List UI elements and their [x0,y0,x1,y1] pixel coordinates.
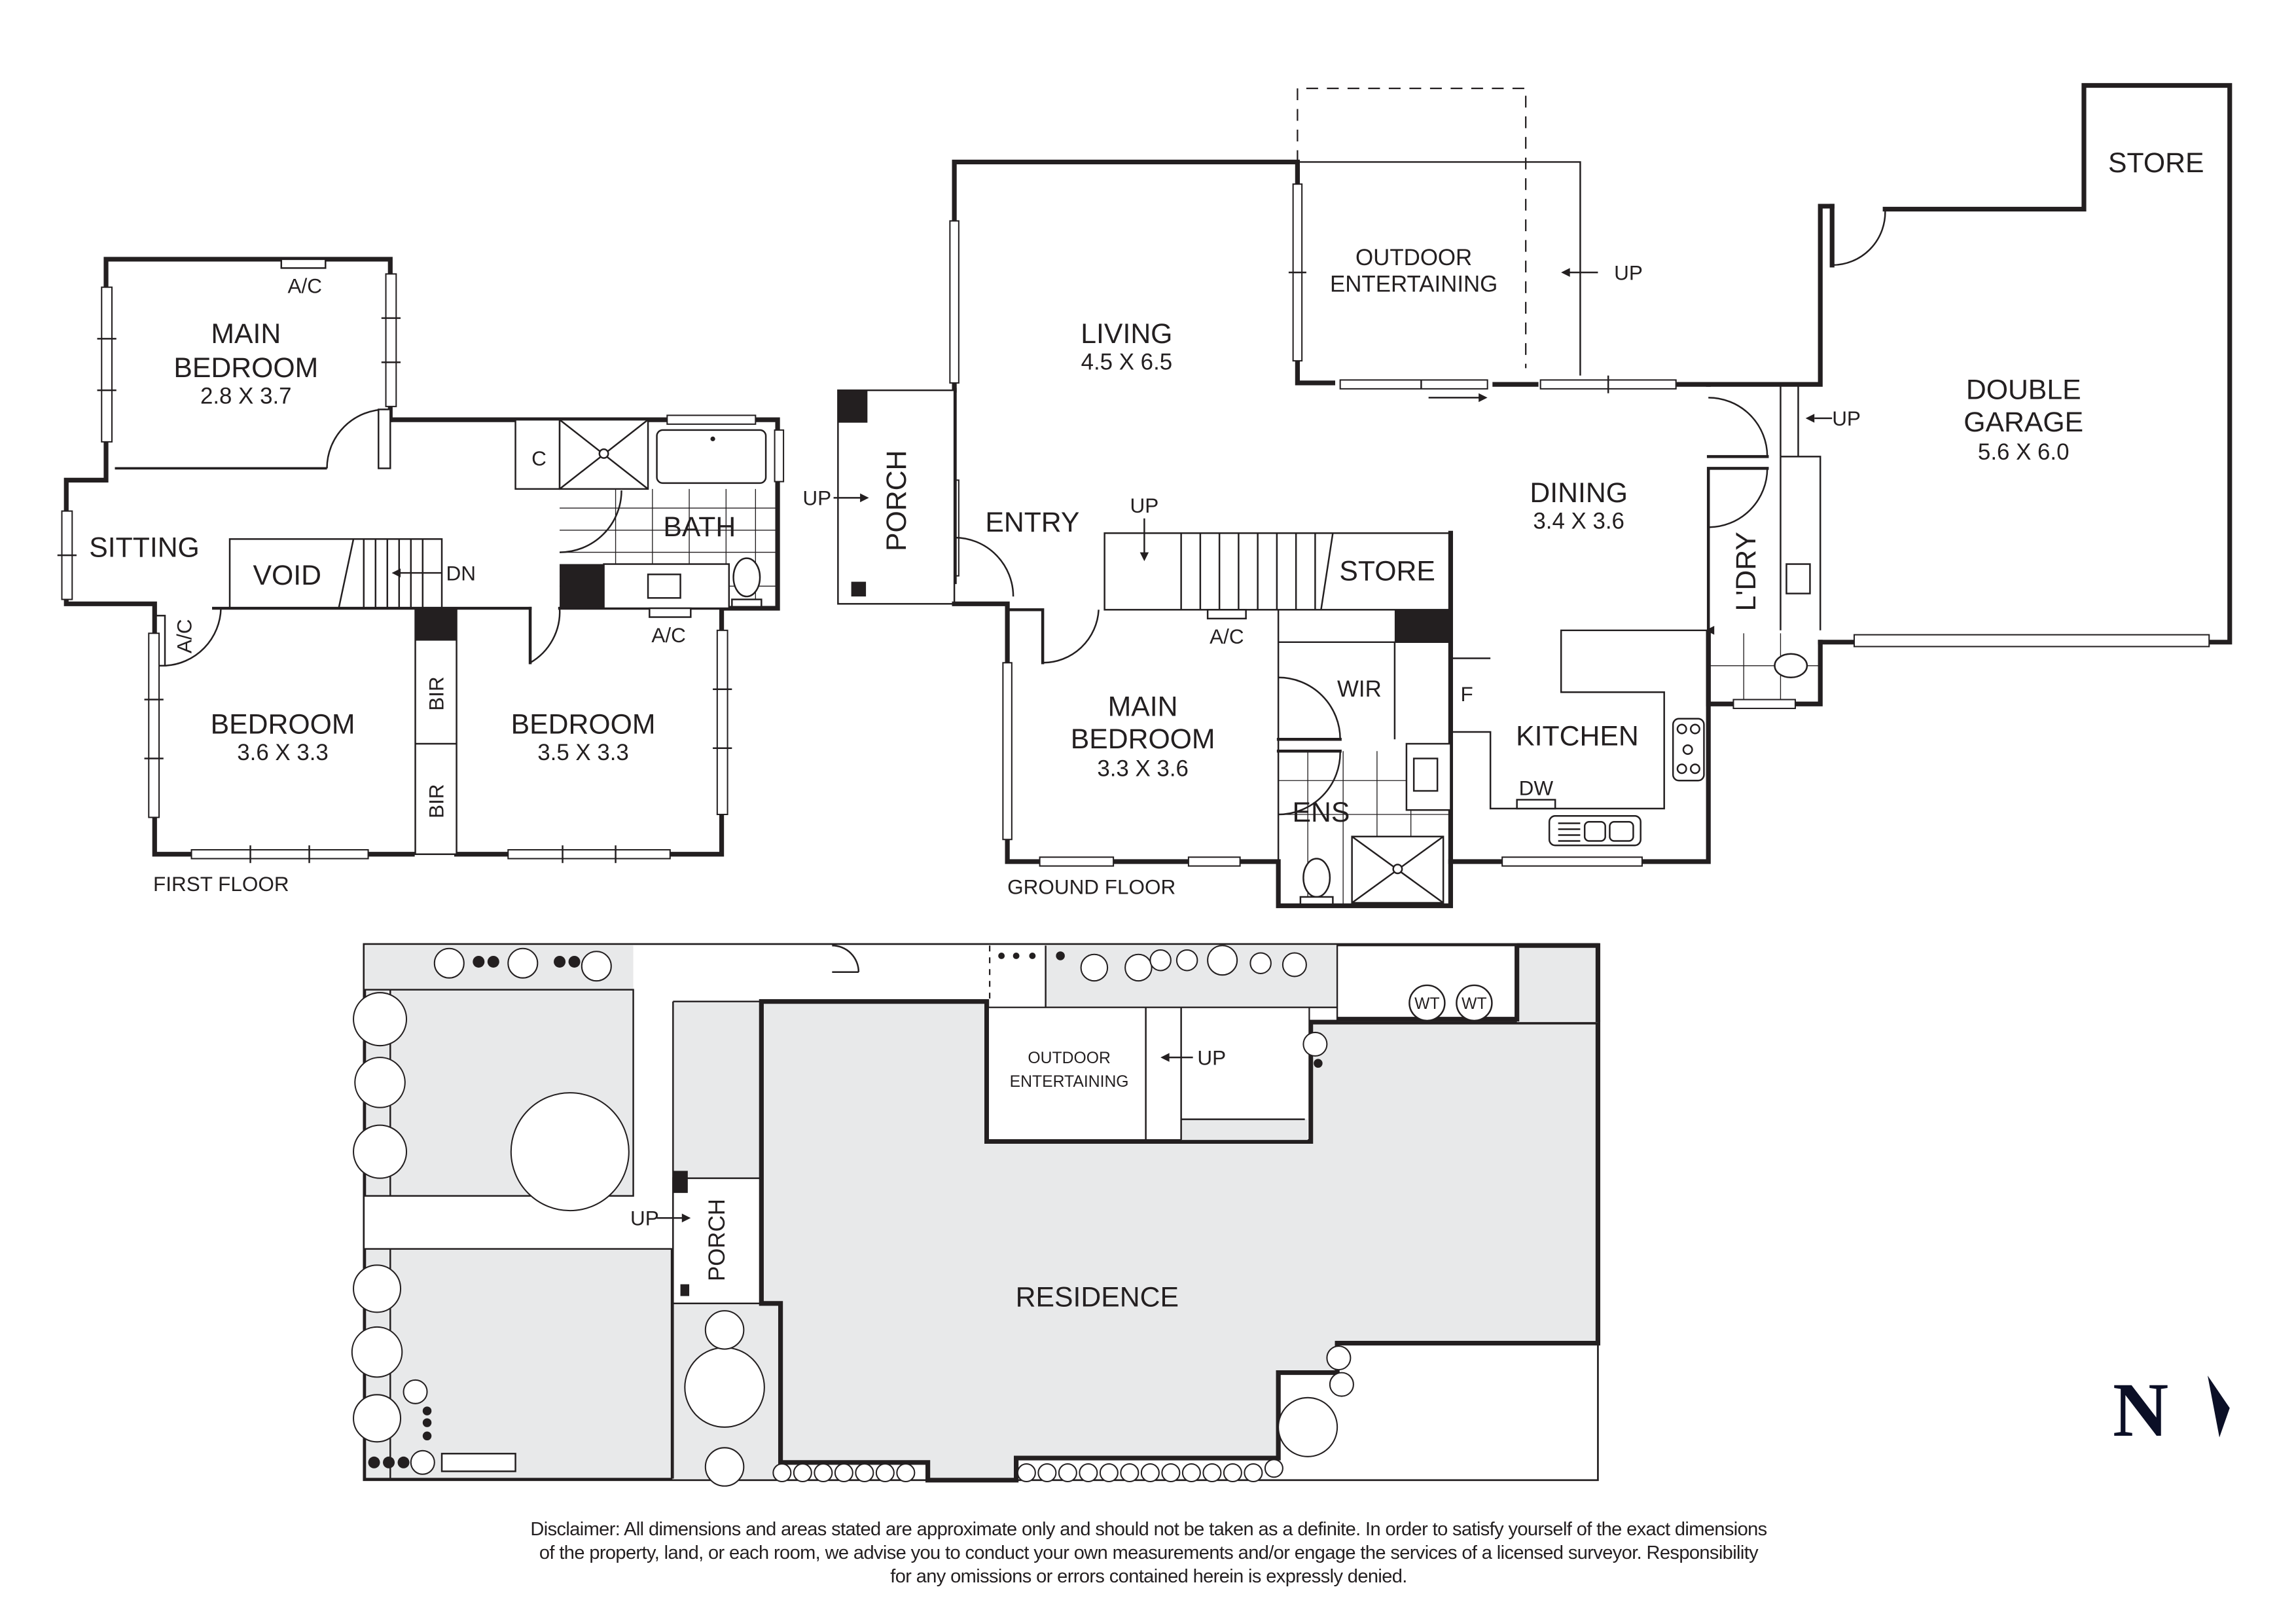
room-dims: 4.5 X 6.5 [1081,350,1173,375]
room-dims: 2.8 X 3.7 [200,383,292,409]
room-dims: 3.5 X 3.3 [537,740,629,765]
room-label: LIVING [1081,318,1172,350]
room-dims: 3.6 X 3.3 [237,740,329,765]
room-label: BEDROOM [211,708,355,740]
water-tank-label: WT [1462,995,1486,1013]
disclaimer-line: of the property, land, or each room, we … [539,1542,1759,1563]
site-plan-labels: RESIDENCE OUTDOOR ENTERTAINING UP PORCH … [630,995,1487,1313]
ac-label: A/C [651,623,685,647]
room-label: C [531,447,547,470]
up-label: UP [802,486,831,510]
fridge-label: F [1461,682,1473,706]
room-label: BEDROOM [173,352,318,384]
room-label: DINING [1530,477,1628,509]
first-floor-plan [57,257,785,864]
room-label: STORE [2108,147,2204,179]
bir-label: BIR [424,784,448,818]
disclaimer-line: for any omissions or errors contained he… [890,1566,1407,1587]
room-label: GARAGE [1964,407,2083,438]
room-label: WIR [1337,676,1382,702]
room-label: BATH [663,511,736,543]
room-label: MAIN [211,318,281,350]
ground-floor-labels: LIVING 4.5 X 6.5 OUTDOOR ENTERTAINING UP… [802,147,2204,898]
room-label: STORE [1339,555,1435,587]
stairs-down-label: DN [446,561,476,585]
room-label: VOID [253,560,321,591]
room-label: L'DRY [1731,532,1762,611]
outdoor-label: OUTDOOR [1028,1049,1110,1067]
up-label: UP [1832,407,1861,430]
porch-label: PORCH [704,1199,730,1281]
room-label: ENTRY [985,507,1079,538]
ac-label: A/C [288,274,322,298]
room-label: KITCHEN [1516,720,1639,752]
up-label: UP [630,1207,659,1230]
disclaimer-line: Disclaimer: All dimensions and areas sta… [530,1519,1767,1540]
room-dims: 5.6 X 6.0 [1978,439,2070,465]
room-label: BEDROOM [1071,723,1215,755]
up-label: UP [1614,261,1643,284]
shrub-row [368,949,1323,1483]
bir-label: BIR [424,676,448,710]
tree-icons [351,945,1354,1487]
room-label: OUTDOOR [1355,245,1472,270]
ground-floor-plan [833,82,2233,909]
room-dims: 3.4 X 3.6 [1533,509,1624,534]
north-arrow-icon [2207,1376,2230,1438]
site-plan [351,943,1601,1487]
disclaimer: Disclaimer: All dimensions and areas sta… [367,1518,1931,1588]
north-label: N [2113,1367,2169,1453]
room-label: ENS [1292,797,1350,828]
water-tank-label: WT [1414,995,1439,1013]
up-label: UP [1197,1046,1226,1069]
dishwasher-label: DW [1519,776,1554,800]
floor-label: GROUND FLOOR [1007,875,1175,898]
room-label: SITTING [89,532,200,563]
first-floor-labels: MAIN BEDROOM 2.8 X 3.7 A/C SITTING VOID … [89,274,736,896]
room-label: PORCH [881,450,912,551]
floor-label: FIRST FLOOR [153,872,289,896]
room-dims: 3.3 X 3.6 [1097,756,1189,782]
residence-label: RESIDENCE [1016,1281,1179,1313]
room-label: BEDROOM [511,708,656,740]
outdoor-label: ENTERTAINING [1010,1073,1129,1091]
room-label: MAIN [1108,691,1178,722]
ac-label: A/C [173,619,196,653]
ac-label: A/C [1210,625,1244,648]
room-label: ENTERTAINING [1330,271,1498,297]
up-label: UP [1130,494,1158,517]
room-label: DOUBLE [1966,374,2081,406]
